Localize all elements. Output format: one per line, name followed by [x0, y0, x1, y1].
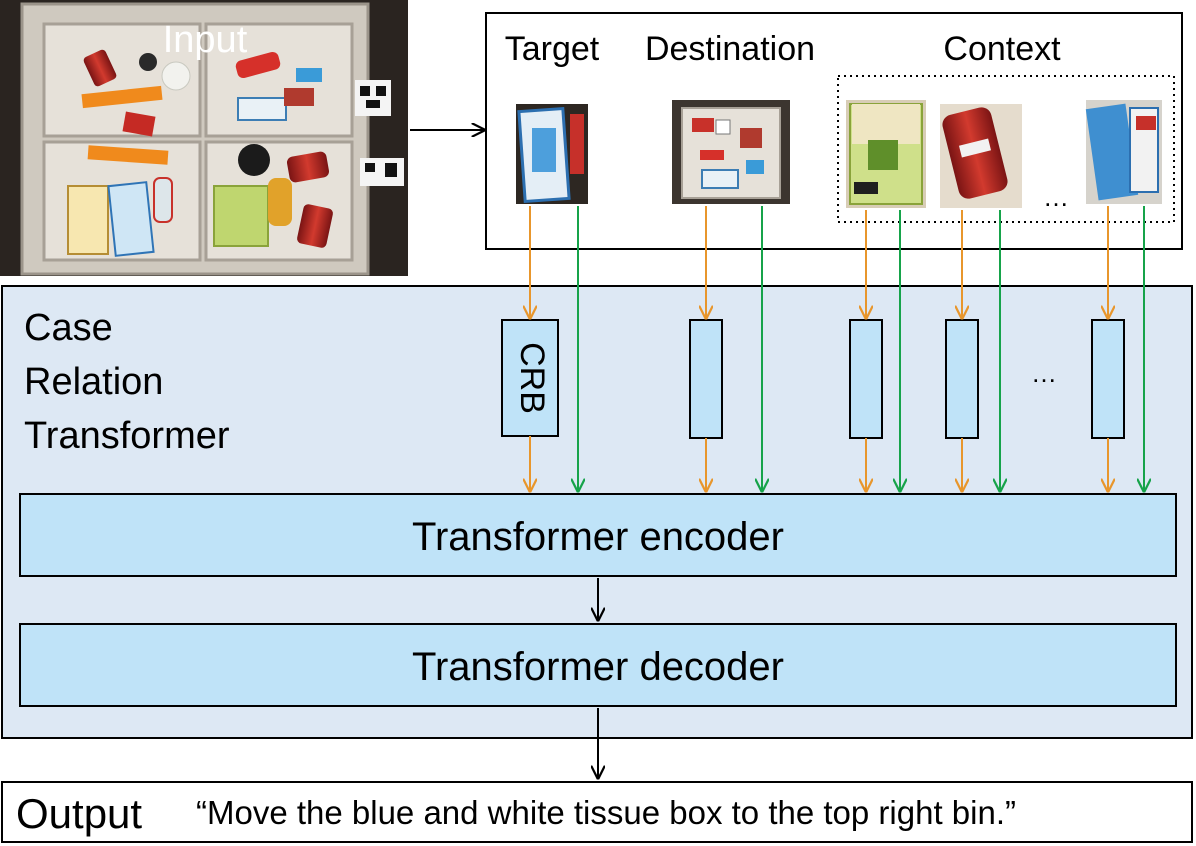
- context-image-3: [1085, 100, 1162, 204]
- target-image: [516, 104, 588, 204]
- context-group-box: [837, 75, 1175, 223]
- output-text: “Move the blue and white tissue box to t…: [196, 794, 1016, 831]
- target-header: Target: [505, 30, 600, 68]
- destination-image: [672, 100, 790, 204]
- output-label: Output: [16, 790, 142, 837]
- inputs-panel: [485, 12, 1183, 250]
- crb-block-target: [501, 319, 559, 437]
- crt-title-line-3: Transformer: [24, 415, 230, 457]
- crb-label: CRB: [513, 342, 551, 414]
- transformer-decoder-label: Transformer decoder: [412, 645, 784, 689]
- output-box: [1, 781, 1193, 843]
- crb-blocks-ellipsis: …: [1031, 358, 1057, 388]
- crb-block-context-3: [1091, 319, 1125, 439]
- input-image: Input: [0, 0, 408, 276]
- input-label: Input: [163, 19, 248, 61]
- crt-title-line-2: Relation: [24, 361, 163, 403]
- crb-block-context-2: [945, 319, 979, 439]
- context-header: Context: [943, 30, 1061, 68]
- destination-header: Destination: [645, 30, 815, 68]
- transformer-encoder-block: [19, 493, 1177, 577]
- context-image-2: [940, 104, 1022, 208]
- transformer-decoder-block: [19, 623, 1177, 707]
- context-image-1: [846, 100, 926, 208]
- context-ellipsis: …: [1043, 182, 1069, 212]
- crb-block-context-1: [849, 319, 883, 439]
- crb-block-destination: [689, 319, 723, 439]
- transformer-encoder-label: Transformer encoder: [412, 515, 784, 559]
- crt-title-line-1: Case: [24, 307, 113, 349]
